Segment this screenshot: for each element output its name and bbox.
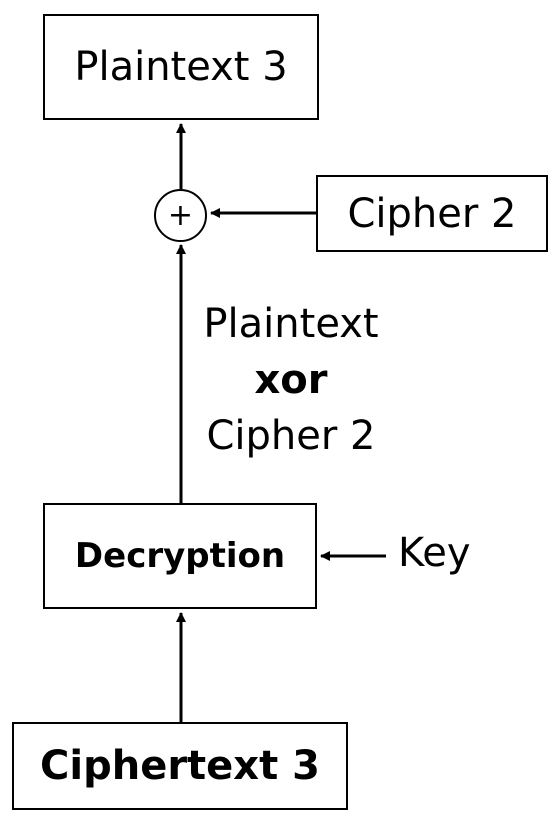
cipher-box: Cipher 2 [316, 175, 548, 252]
intermediate-line-1: Plaintext [203, 301, 379, 347]
intermediate-line-2: xor [254, 357, 328, 403]
intermediate-line-3: Cipher 2 [206, 413, 376, 459]
decryption-box: Decryption [43, 503, 317, 609]
key-label: Key [398, 530, 471, 576]
intermediate-value-label: Plaintext xor Cipher 2 [196, 296, 386, 464]
plaintext-box: Plaintext 3 [43, 14, 319, 120]
ciphertext-box: Ciphertext 3 [12, 722, 348, 810]
xor-operator-node: + [154, 189, 207, 242]
xor-symbol: + [167, 197, 194, 233]
cipher-label: Cipher 2 [347, 190, 517, 237]
ciphertext-label: Ciphertext 3 [40, 743, 320, 789]
decryption-label: Decryption [74, 536, 286, 576]
plaintext-label: Plaintext 3 [74, 44, 288, 90]
